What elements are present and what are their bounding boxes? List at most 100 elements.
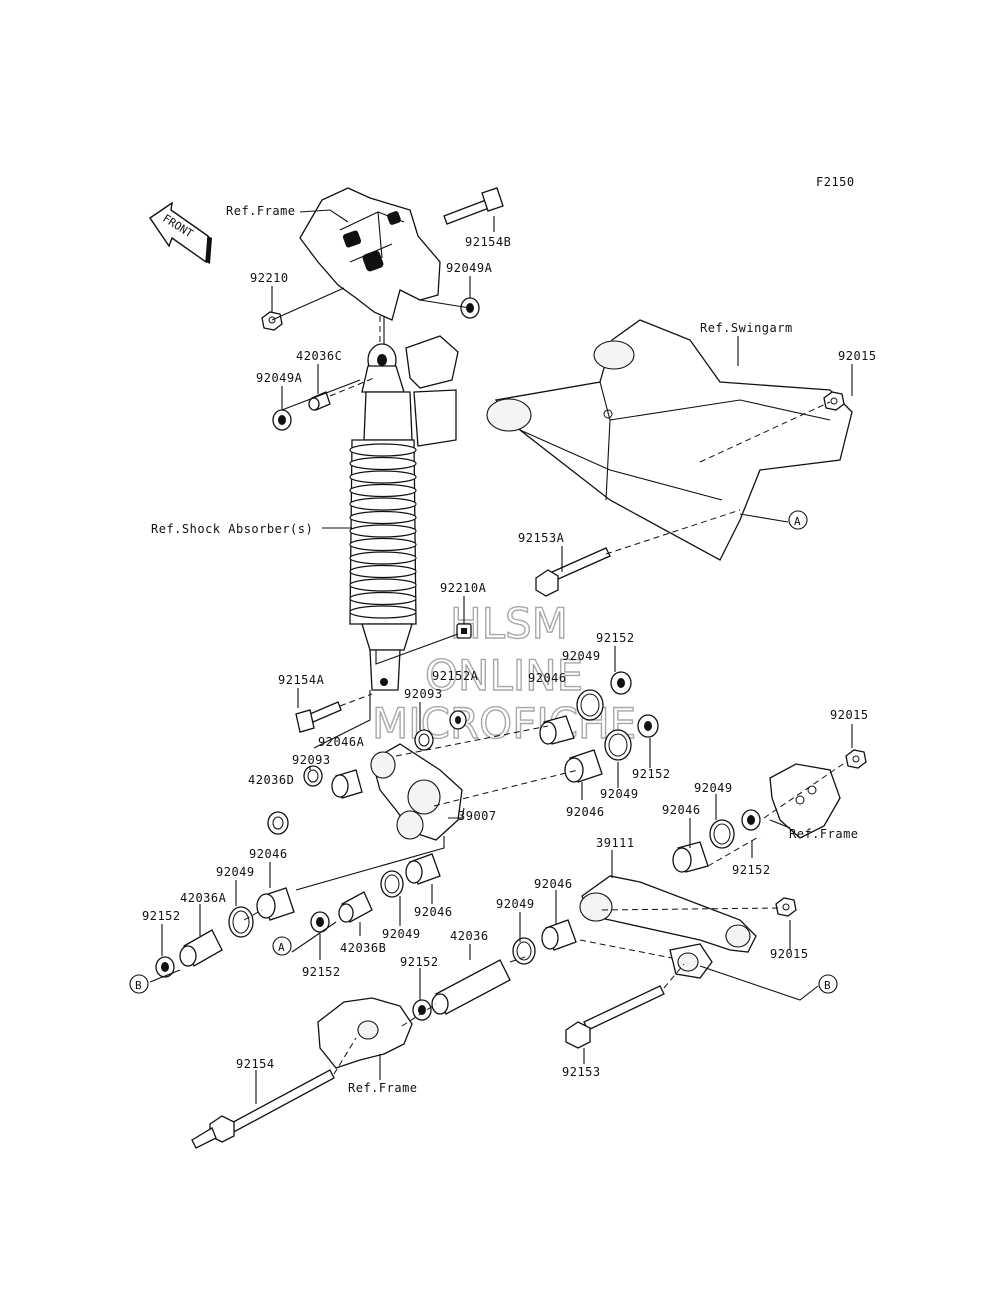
label-92153: 92153 bbox=[562, 1065, 601, 1079]
spring-coil bbox=[349, 524, 417, 538]
seal-92049-right-mid bbox=[604, 729, 632, 761]
label-ref-frame-right: Ref.Frame bbox=[789, 827, 859, 841]
label-92049A-top: 92049A bbox=[446, 261, 493, 275]
diagram-id: F2150 bbox=[816, 175, 855, 189]
callout-A-right-label: A bbox=[794, 515, 801, 528]
washer-92152-right-low bbox=[741, 809, 761, 831]
label-42036: 42036 bbox=[450, 929, 489, 943]
washer-92049A-left bbox=[272, 409, 292, 431]
label-92046-e: 92046 bbox=[414, 905, 453, 919]
label-92152A: 92152A bbox=[432, 669, 479, 683]
label-92046-d: 92046 bbox=[249, 847, 288, 861]
label-39007: 39007 bbox=[458, 809, 497, 823]
shock-absorber bbox=[349, 335, 459, 691]
spring-coil bbox=[349, 537, 417, 552]
label-92049-b: 92049 bbox=[600, 787, 639, 801]
collar-42036A bbox=[179, 929, 223, 967]
label-92093-b: 92093 bbox=[292, 753, 331, 767]
label-92093-a: 92093 bbox=[404, 687, 443, 701]
front-arrow-icon: FRONT bbox=[149, 201, 212, 264]
label-92015-mid: 92015 bbox=[830, 708, 869, 722]
spring-coil bbox=[349, 591, 417, 606]
washer-92152-lower-bottom bbox=[412, 999, 432, 1021]
label-92015-top: 92015 bbox=[838, 349, 877, 363]
washer-92152-right-top bbox=[610, 671, 632, 695]
spring-coil bbox=[349, 578, 417, 592]
bolt-92154B bbox=[443, 187, 504, 225]
label-92152-c: 92152 bbox=[732, 863, 771, 877]
label-92210A: 92210A bbox=[440, 581, 487, 595]
bolt-92153A bbox=[535, 547, 611, 597]
spring-coil bbox=[349, 470, 417, 484]
label-92015-bot: 92015 bbox=[770, 947, 809, 961]
bearing-92046-right bbox=[564, 749, 603, 783]
callout-B-right: B bbox=[818, 974, 838, 994]
label-ref-frame-top: Ref.Frame bbox=[226, 204, 296, 218]
label-92154A: 92154A bbox=[278, 673, 325, 687]
callout-B-right-label: B bbox=[824, 979, 831, 992]
collar-42036C bbox=[308, 391, 331, 411]
washer-92152-right-mid bbox=[637, 714, 659, 738]
right-frame-bracket bbox=[769, 763, 841, 839]
callout-B-left-label: B bbox=[135, 979, 142, 992]
callout-A-right: A bbox=[788, 510, 808, 530]
bolt-92153 bbox=[565, 985, 665, 1049]
label-92152-d: 92152 bbox=[142, 909, 181, 923]
bearing-92046-lower-left bbox=[256, 887, 295, 921]
label-92046-b: 92046 bbox=[566, 805, 605, 819]
bolt-92154A bbox=[295, 701, 342, 733]
seal-92049-lower-right bbox=[512, 937, 536, 965]
seal-92093-left bbox=[303, 765, 323, 787]
rocker-arm-39007 bbox=[370, 743, 463, 841]
label-92154B: 92154B bbox=[465, 235, 511, 249]
label-92049A-left: 92049A bbox=[256, 371, 303, 385]
nut-92015-top bbox=[823, 391, 845, 411]
washer-92152-lower-left bbox=[155, 956, 175, 978]
bolt-92154 bbox=[191, 1069, 335, 1149]
label-92049-c: 92049 bbox=[694, 781, 733, 795]
assembly-axes bbox=[243, 316, 847, 1075]
label-39111: 39111 bbox=[596, 836, 635, 850]
spring-coil bbox=[349, 456, 417, 471]
callout-A-left: A bbox=[272, 936, 292, 956]
spring-coil bbox=[349, 497, 417, 511]
bearing-92046-lower-mid bbox=[405, 853, 441, 885]
label-92152-b: 92152 bbox=[632, 767, 671, 781]
nut-92015-mid bbox=[845, 749, 867, 769]
collar-42036B bbox=[338, 891, 373, 923]
label-92049-e: 92049 bbox=[382, 927, 421, 941]
nut-92015-bottom bbox=[775, 897, 797, 917]
callout-A-left-label: A bbox=[278, 941, 285, 954]
label-92152-e: 92152 bbox=[302, 965, 341, 979]
callout-B-left: B bbox=[129, 974, 149, 994]
tie-rod-39111 bbox=[579, 875, 757, 979]
washer-92152A bbox=[449, 710, 467, 730]
seal-92049-right-top bbox=[576, 689, 604, 721]
seal-92049-lower-mid bbox=[380, 870, 404, 898]
label-92152-a: 92152 bbox=[596, 631, 635, 645]
seal-92049-lower-left bbox=[228, 906, 254, 938]
spring-coil bbox=[349, 605, 417, 619]
label-92046A: 92046A bbox=[318, 735, 365, 749]
collar-42036 bbox=[431, 959, 511, 1015]
spring-coil bbox=[349, 551, 417, 565]
bearing-92046-lower-right bbox=[541, 919, 577, 951]
label-ref-shock: Ref.Shock Absorber(s) bbox=[151, 522, 313, 536]
washer-92152-lower-mid bbox=[310, 911, 330, 933]
spring-coil bbox=[349, 443, 417, 457]
part-labels: Ref.Frame 92154B 92210 92049A 42036C 920… bbox=[142, 204, 877, 1095]
upper-frame-bracket bbox=[299, 187, 441, 321]
watermark-line-2: ONLINE bbox=[425, 651, 583, 700]
spring-coil bbox=[349, 564, 417, 579]
label-42036C: 42036C bbox=[296, 349, 342, 363]
label-42036B: 42036B bbox=[340, 941, 386, 955]
label-92049-d: 92049 bbox=[216, 865, 255, 879]
seal-92093-top bbox=[414, 729, 434, 751]
label-92046-a: 92046 bbox=[528, 671, 567, 685]
nut-92210 bbox=[261, 311, 283, 331]
bearing-92046A bbox=[331, 769, 363, 799]
label-92049-a: 92049 bbox=[562, 649, 601, 663]
spring-coil bbox=[349, 510, 417, 525]
label-92046-c: 92046 bbox=[662, 803, 701, 817]
